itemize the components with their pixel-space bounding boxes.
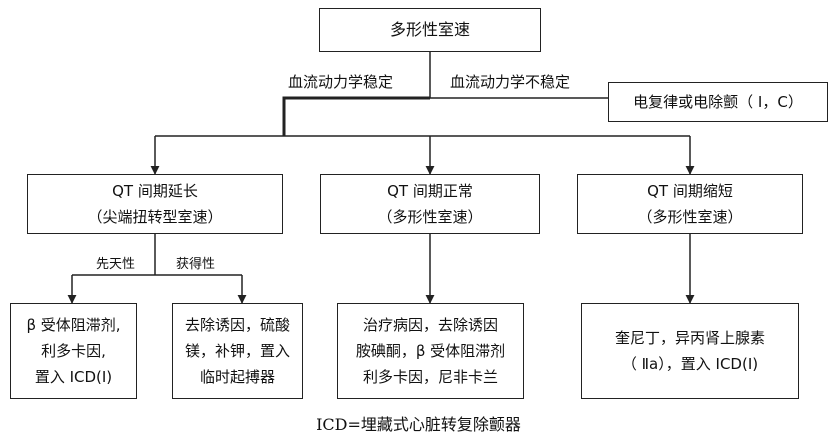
- short-treatment-line2: （ Ⅱa），置入 ICD(Ⅰ): [621, 355, 759, 373]
- normal-treatment-node: 治疗病因，去除诱因 胺碘酮，β 受体阻滞剂 利多卡因，尼非卡兰: [337, 303, 524, 399]
- acquired-treatment-node: 去除诱因，硫酸 镁，补钾，置入 临时起搏器: [172, 303, 303, 399]
- congenital-treatment-node: β 受体阻滞剂, 利多卡因, 置入 ICD(Ⅰ): [10, 303, 137, 399]
- qt-long-node: QT 间期延长 （尖端扭转型室速）: [27, 174, 283, 234]
- congenital-treatment-line2: 利多卡因,: [41, 342, 106, 360]
- root-node: 多形性室速: [319, 8, 541, 52]
- qt-normal-title: QT 间期正常: [387, 182, 473, 200]
- short-treatment-node: 奎尼丁，异丙肾上腺素 （ Ⅱa），置入 ICD(Ⅰ): [581, 303, 799, 399]
- normal-treatment-line1: 治疗病因，去除诱因: [362, 316, 498, 334]
- qt-short-title: QT 间期缩短: [647, 182, 733, 200]
- qt-normal-subtitle: （多形性室速）: [377, 208, 483, 226]
- normal-treatment-line3: 利多卡因，尼非卡兰: [362, 368, 498, 386]
- acquired-treatment-line1: 去除诱因，硫酸: [184, 316, 290, 334]
- stable-connector: [282, 96, 430, 136]
- qt-long-subtitle: （尖端扭转型室速）: [87, 208, 223, 226]
- figure-caption: ICD=埋藏式心脏转复除颤器: [316, 415, 521, 434]
- acquired-label: 获得性: [176, 257, 216, 272]
- qt-short-subtitle: （多形性室速）: [637, 208, 743, 226]
- congenital-label: 先天性: [96, 257, 136, 272]
- congenital-treatment-line1: β 受体阻滞剂,: [26, 316, 121, 334]
- root-node-label: 多形性室速: [389, 20, 470, 39]
- qt-long-title: QT 间期延长: [112, 182, 198, 200]
- cardioversion-label: 电复律或电除颤（ Ⅰ，C）: [633, 93, 803, 111]
- congenital-treatment-line3: 置入 ICD(Ⅰ): [34, 368, 113, 386]
- stable-label: 血流动力学稳定: [288, 73, 394, 91]
- acquired-treatment-line3: 临时起搏器: [199, 368, 275, 386]
- qt-short-node: QT 间期缩短 （多形性室速）: [577, 174, 803, 234]
- normal-treatment-line2: 胺碘酮，β 受体阻滞剂: [355, 342, 506, 360]
- short-treatment-line1: 奎尼丁，异丙肾上腺素: [614, 329, 765, 347]
- cardioversion-node: 电复律或电除颤（ Ⅰ，C）: [608, 82, 828, 122]
- qt-normal-node: QT 间期正常 （多形性室速）: [320, 174, 540, 234]
- acquired-treatment-line2: 镁，补钾，置入: [184, 342, 290, 360]
- unstable-label: 血流动力学不稳定: [450, 73, 571, 91]
